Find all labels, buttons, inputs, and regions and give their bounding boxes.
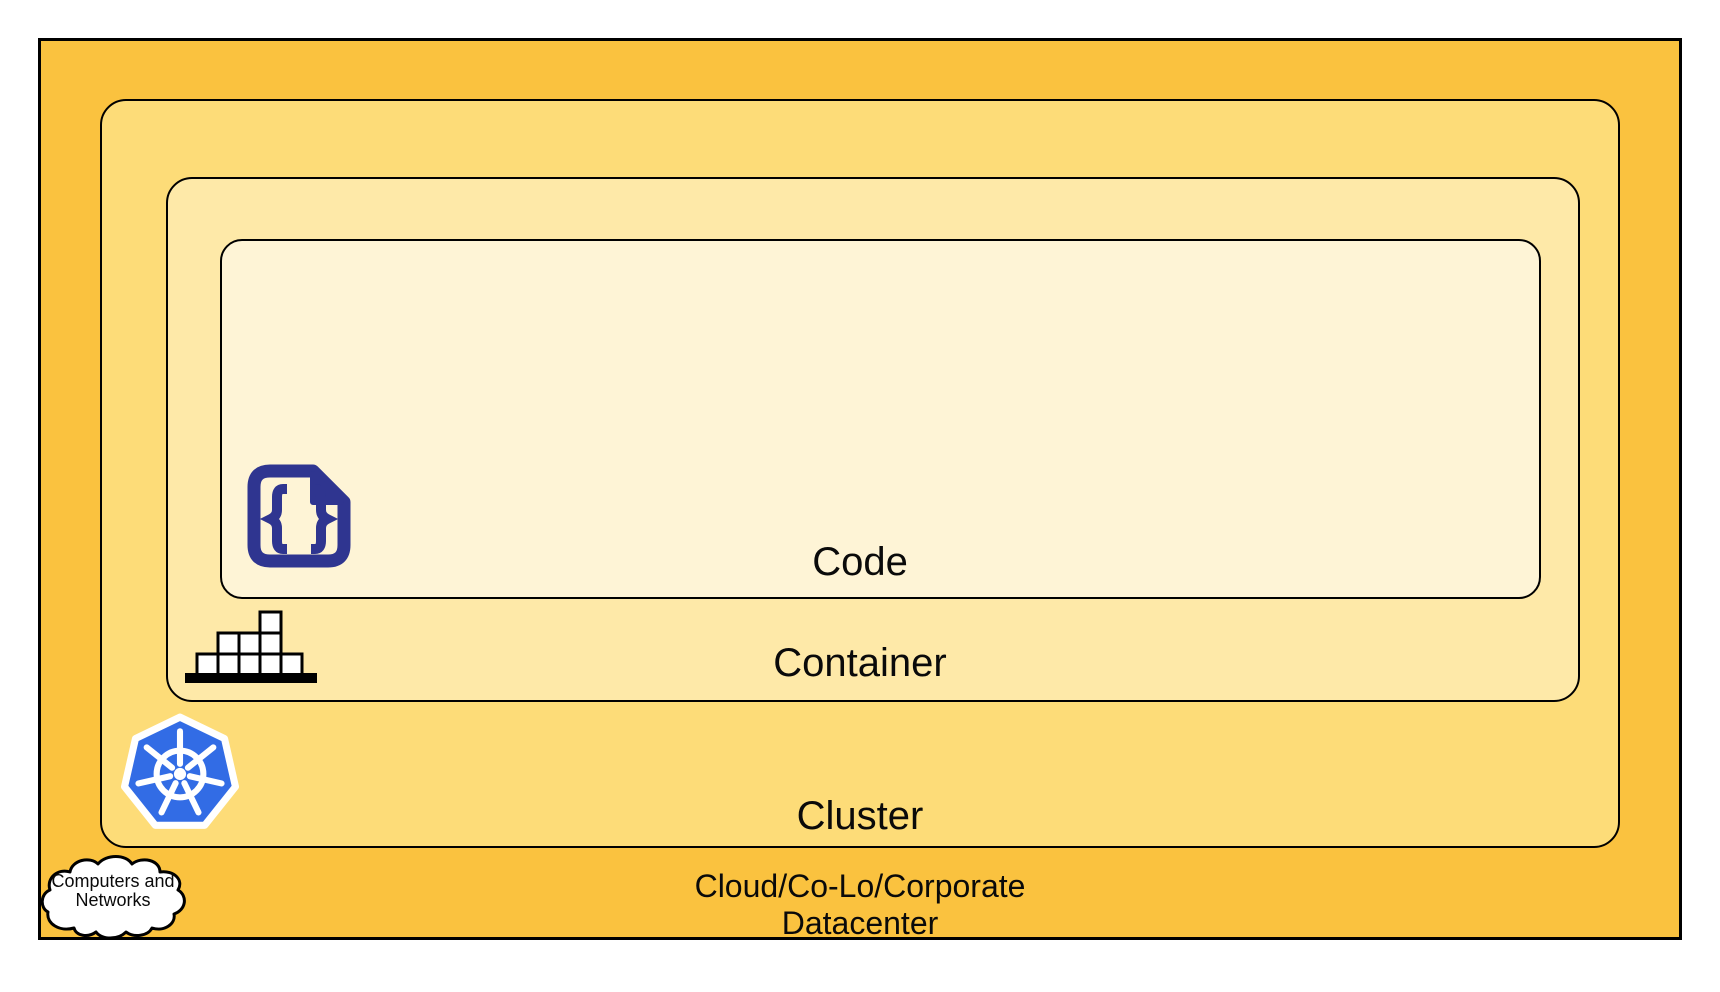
kubernetes-icon xyxy=(120,713,240,829)
code-file-icon xyxy=(247,464,351,568)
datacenter-label-line2: Datacenter xyxy=(781,905,939,941)
code-label: Code xyxy=(812,540,908,584)
cloud-callout-line2: Networks xyxy=(75,890,151,910)
container-stack-icon xyxy=(185,610,317,683)
container-label: Container xyxy=(773,641,947,685)
cluster-label: Cluster xyxy=(796,794,924,838)
code-layer xyxy=(220,239,1541,599)
cloud-callout-line1: Computers and xyxy=(51,871,175,891)
cloud-icon xyxy=(40,855,186,940)
datacenter-label-line1: Cloud/Co-Lo/Corporate xyxy=(694,868,1026,904)
